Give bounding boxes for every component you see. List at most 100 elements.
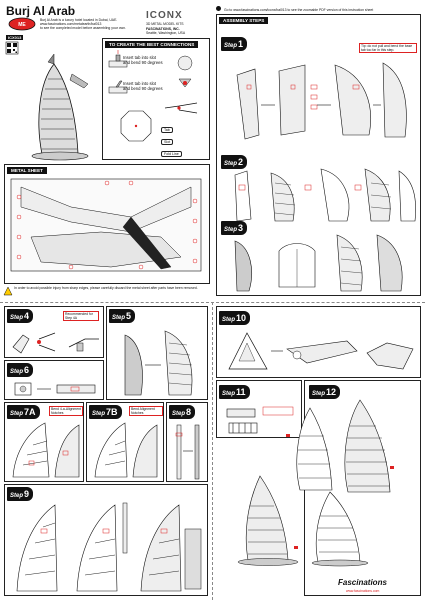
pdf-notice: Go to www.fascinations.com/iconx/bal013 … xyxy=(216,6,421,12)
step-1-label: Step xyxy=(224,43,238,49)
metal-sheet-title: METAL SHEET xyxy=(7,167,47,174)
warning-icon xyxy=(3,286,13,296)
step-7a-badge: Step7A xyxy=(7,405,40,419)
step-5-panel: Step5 xyxy=(106,306,208,400)
step-7b-label: Step xyxy=(92,411,106,417)
assembly-panel: ASSEMBLY STEPS Step1 Tip: do not pull an… xyxy=(216,14,421,296)
step-7b-illustration xyxy=(94,422,158,478)
tower-illustration xyxy=(31,53,89,161)
legend-slot: Slot xyxy=(161,139,174,145)
company-location: Seattle, Washington, USA xyxy=(146,31,186,35)
assembly-title: ASSEMBLY STEPS xyxy=(219,17,269,24)
footer-url: www.fascinations.com xyxy=(346,589,380,593)
step-12-num: 12 xyxy=(326,387,337,397)
step-3-illustration xyxy=(234,234,403,292)
step-11-panel: Step11 xyxy=(216,380,302,438)
step-11-illustration xyxy=(226,406,294,434)
step-4-note: Recommended for Step 4A xyxy=(63,311,99,321)
intro-text: Burj Al Arab is a luxury hotel located i… xyxy=(40,18,130,31)
page-title: Burj Al Arab xyxy=(6,4,76,18)
step-7a-label: Step xyxy=(10,411,24,417)
step-9-illustration xyxy=(16,502,202,592)
step-1-badge: Step1 xyxy=(221,37,248,51)
connections-panel: TO CREATE THE BEST CONNECTIONS Insert ta… xyxy=(102,38,210,160)
brand-logo: ICONX xyxy=(146,10,183,21)
step-5-num: 5 xyxy=(126,311,132,321)
step-7b-num: 7B xyxy=(106,407,118,417)
step-6-label: Step xyxy=(10,369,24,375)
metal-earth-logo: ME xyxy=(8,17,36,31)
step-8-label: Step xyxy=(172,411,186,417)
connections-title: TO CREATE THE BEST CONNECTIONS xyxy=(105,41,199,48)
footer-brand: Fascinations xyxy=(338,578,387,587)
step-7a-illustration xyxy=(12,422,80,478)
warning-text: In order to avoid possible injury from s… xyxy=(14,286,198,290)
intro-line-2: www.fascinations.com/metalearth/bal013 xyxy=(40,22,102,27)
metal-sheet-diagram xyxy=(10,178,202,272)
step-10-badge: Step10 xyxy=(219,311,251,325)
step-12-label: Step xyxy=(312,391,326,397)
step-10-illustration xyxy=(228,332,414,370)
brand-subtitle: 3D METAL MODEL KITS xyxy=(146,22,184,26)
legend-fold-line: Fold Line xyxy=(161,151,182,157)
step-11-label: Step xyxy=(222,391,236,397)
step-3-badge: Step3 xyxy=(221,221,248,235)
step-4-panel: Step4 Recommended for Step 4A xyxy=(4,306,104,358)
intro-line-1: Burj Al Arab is a luxury hotel located i… xyxy=(40,18,118,22)
fold-diagram xyxy=(177,55,193,88)
pdf-notice-text: Go to www.fascinations.com/iconx/bal013 … xyxy=(223,8,374,12)
connection-tip-1: Insert tab into slot and bend 90 degrees xyxy=(123,55,163,65)
octagon-diagram xyxy=(120,110,152,142)
tab-slot-diagram-2 xyxy=(108,80,128,94)
header-panel: Burj Al Arab Burj Al Arab is a luxury ho… xyxy=(4,4,210,55)
pliers-icon xyxy=(164,102,198,114)
step-10-num: 10 xyxy=(236,313,247,323)
step-12-badge: Step12 xyxy=(309,385,341,399)
vertical-divider xyxy=(212,302,213,600)
step-1-tip: Tip: do not pull and bend the base tab t… xyxy=(359,43,417,53)
tab-slot-diagram-1 xyxy=(108,50,128,68)
step-7b-panel: Step7B Bend Alignment Notches xyxy=(86,402,164,482)
step-7a-panel: Step7A Bend 4-a-Alignment Notches xyxy=(4,402,84,482)
step-2-label: Step xyxy=(224,161,238,167)
intro-line-3: to see the completed model before assemb… xyxy=(40,26,126,31)
step-4-illustration xyxy=(12,332,99,354)
legend-tab: Tab xyxy=(161,127,173,133)
step-2-badge: Step2 xyxy=(221,155,248,169)
step-4-num: 4 xyxy=(24,311,30,321)
step-7a-note: Bend 4-a-Alignment Notches xyxy=(49,406,83,416)
step-12-illustration xyxy=(237,399,394,567)
info-icon xyxy=(216,6,221,11)
step-4-badge: Step4 xyxy=(7,309,34,323)
step-5-label: Step xyxy=(112,315,126,321)
step-7a-num: 7A xyxy=(24,407,36,417)
step-4-label: Step xyxy=(10,315,24,321)
company-name: FASCINATIONS, INC. xyxy=(146,27,180,31)
qr-code-icon xyxy=(5,41,19,55)
step-11-badge: Step11 xyxy=(219,385,250,399)
step-6-num: 6 xyxy=(24,365,30,375)
step-10-label: Step xyxy=(222,317,236,323)
step-8-illustration xyxy=(175,424,200,480)
step-6-badge: Step6 xyxy=(7,363,34,377)
step-10-panel: Step10 xyxy=(216,306,421,378)
step-9-panel: Step9 xyxy=(4,484,208,596)
step-6-illustration xyxy=(14,382,96,396)
step-1-illustration xyxy=(236,62,407,140)
step-7b-badge: Step7B xyxy=(89,405,122,419)
step-3-label: Step xyxy=(224,227,238,233)
model-badge: ICX013 xyxy=(6,35,24,40)
step-8-num: 8 xyxy=(186,407,192,417)
step-6-panel: Step6 xyxy=(4,360,104,400)
step-9-badge: Step9 xyxy=(7,487,34,501)
step-2-illustration xyxy=(234,168,416,222)
step-7b-note: Bend Alignment Notches xyxy=(129,406,163,416)
step-5-illustration xyxy=(124,330,193,396)
metal-sheet-panel: METAL SHEET xyxy=(4,164,210,284)
step-9-num: 9 xyxy=(24,489,30,499)
svg-text:ME: ME xyxy=(18,22,26,28)
warning-bar: In order to avoid possible injury from s… xyxy=(3,286,210,300)
step-11-num: 11 xyxy=(236,387,246,397)
step-8-panel: Step8 xyxy=(166,402,208,482)
step-1-num: 1 xyxy=(238,39,244,49)
